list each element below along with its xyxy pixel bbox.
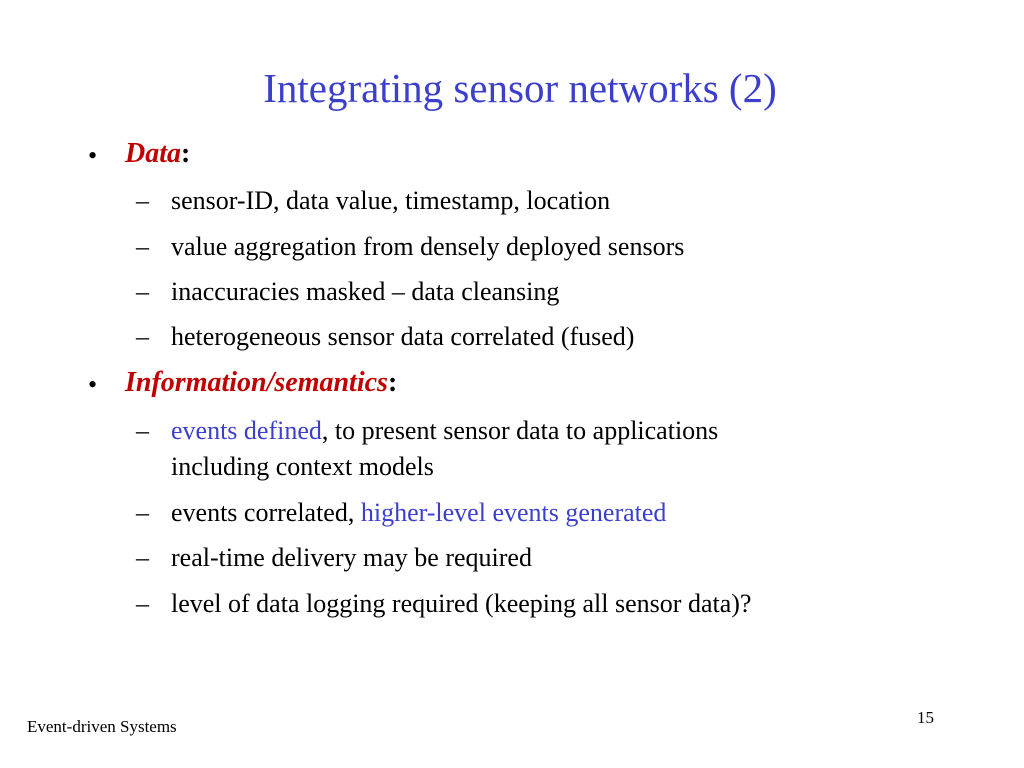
highlight-text: events defined: [171, 416, 322, 445]
item-text-rest: , to present sensor data to applications: [321, 416, 719, 445]
highlight-text: higher-level events generated: [360, 498, 667, 527]
item-text: level of data logging required (keeping …: [171, 589, 752, 618]
bullet-icon: •: [88, 141, 98, 170]
dash-icon: –: [136, 589, 149, 618]
bullet-heading: Information/semantics:: [125, 367, 397, 399]
dash-icon: –: [136, 322, 149, 351]
item-text: value aggregation from densely deployed …: [171, 232, 685, 261]
item-text: inaccuracies masked – data cleansing: [171, 277, 560, 306]
footer-text: Event-driven Systems: [27, 717, 177, 736]
heading-information-semantics: Information/semantics: [125, 367, 388, 398]
slide-title: Integrating sensor networks (2): [263, 65, 777, 111]
heading-data: Data: [125, 138, 181, 169]
page-number: 15: [917, 708, 934, 727]
item-text: events defined, to present sensor data t…: [171, 416, 718, 446]
dash-icon: –: [136, 543, 149, 572]
item-text: sensor-ID, data value, timestamp, locati…: [171, 186, 611, 215]
dash-icon: –: [136, 186, 149, 215]
heading-colon: :: [181, 138, 191, 169]
dash-icon: –: [136, 416, 149, 445]
item-text-continuation: including context models: [171, 452, 434, 481]
bullet-heading: Data:: [125, 138, 190, 170]
item-text: heterogeneous sensor data correlated (fu…: [171, 322, 635, 351]
bullet-icon: •: [88, 370, 98, 399]
item-text-lead: events correlated,: [171, 498, 361, 527]
dash-icon: –: [136, 232, 149, 261]
dash-icon: –: [136, 277, 149, 306]
dash-icon: –: [136, 498, 149, 527]
item-text: real-time delivery may be required: [171, 543, 532, 572]
item-text: events correlated, higher-level events g…: [171, 498, 666, 528]
heading-colon: :: [387, 367, 398, 398]
